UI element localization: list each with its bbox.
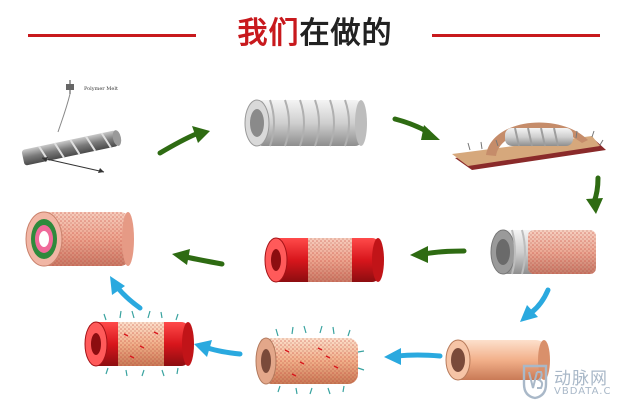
arrow-blue-3 bbox=[194, 340, 243, 357]
title-highlight: 我们 bbox=[237, 16, 300, 51]
step-red-ended-seeded-tube bbox=[84, 310, 194, 377]
arrow-blue-2 bbox=[384, 348, 443, 365]
collector-rod bbox=[21, 130, 122, 166]
step-tissue-sheet bbox=[452, 122, 606, 170]
arrow-blue-4 bbox=[110, 276, 143, 311]
rotation-arrow bbox=[41, 157, 105, 173]
polymer-jet bbox=[57, 93, 71, 133]
step-cross-section bbox=[25, 211, 134, 267]
arrow-green-5 bbox=[172, 249, 225, 267]
title-rule-left bbox=[28, 34, 196, 37]
step-cell-seeded-tube bbox=[255, 325, 365, 395]
arrow-blue-1 bbox=[520, 287, 551, 322]
watermark: 动脉网 VBDATA.C bbox=[520, 360, 620, 404]
title-row: 我们在做的 bbox=[0, 14, 626, 54]
title-rest: 在做的 bbox=[299, 16, 393, 51]
arrow-green-3 bbox=[586, 175, 603, 214]
arrow-green-1 bbox=[157, 126, 210, 156]
title-rule-right bbox=[432, 34, 600, 37]
step-sheet-wrapped bbox=[490, 229, 596, 275]
step-red-tube bbox=[264, 237, 384, 283]
arrow-green-4 bbox=[410, 246, 467, 263]
watermark-chinese: 动脉网 bbox=[554, 369, 608, 389]
step-electrospinning bbox=[21, 80, 122, 173]
vb-logo-icon bbox=[522, 364, 548, 400]
nozzle bbox=[66, 84, 74, 90]
polymer-melt-label: Polymer Melt bbox=[84, 86, 118, 92]
step-fiber-wrapped-rod bbox=[244, 99, 367, 147]
page-title: 我们在做的 bbox=[205, 14, 425, 54]
arrow-green-2 bbox=[392, 116, 440, 140]
watermark-english: VBDATA.C bbox=[554, 386, 612, 397]
